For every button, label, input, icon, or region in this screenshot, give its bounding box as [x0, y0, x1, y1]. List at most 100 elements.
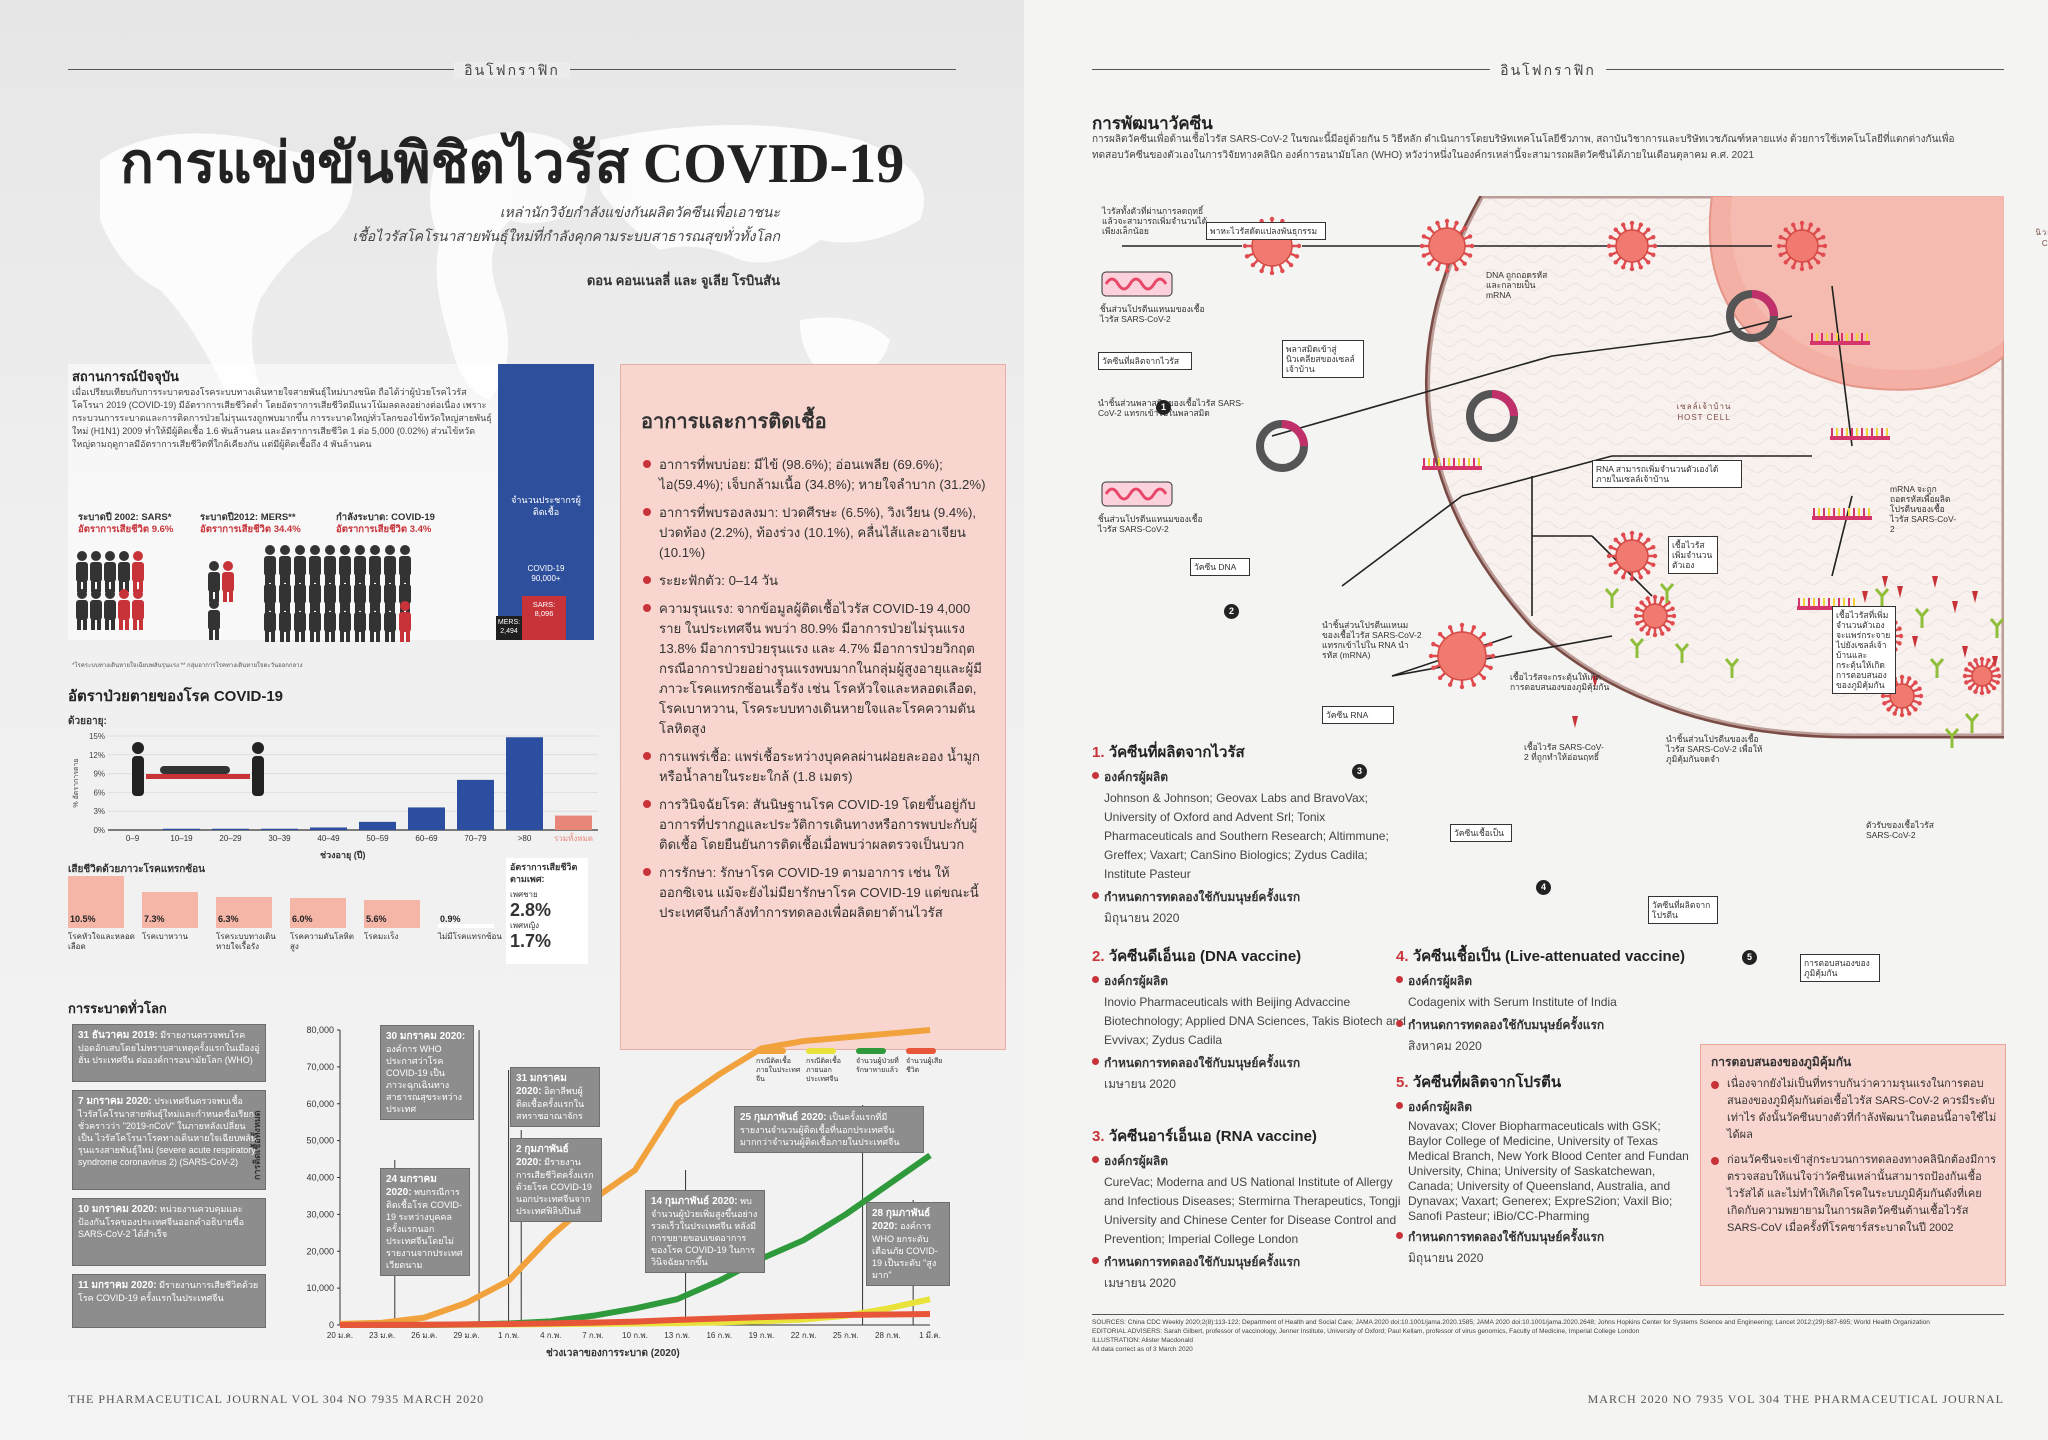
x-tick-label: 16 ก.พ. [706, 1331, 732, 1340]
x-tick-label: 19 ก.พ. [749, 1331, 775, 1340]
person-sars-1 [90, 551, 102, 592]
timeline-text: หน่วยงานควบคุมและป้องกันโรคของประเทศจีนอ… [78, 1204, 245, 1239]
vaccine-type-5: 5. วัคซีนที่ผลิตจากโปรตีน องค์กรผู้ผลิต … [1396, 1070, 1696, 1268]
spike-protein-icon [1912, 636, 1918, 648]
virus-icon [1419, 218, 1475, 274]
symptom-item: อาการที่พบบ่อย: มีไข้ (98.6%); อ่อนเพลีย… [643, 455, 987, 495]
symptom-item: ระยะฟักตัว: 0–14 วัน [643, 571, 987, 591]
sex-rate-panel: อัตราการเสียชีวิตตามเพศ: เพศชาย 2.8% เพศ… [506, 858, 588, 964]
mortality-xlabel: ช่วงอายุ (ปี) [320, 850, 366, 860]
timeline-list: 31 ธันวาคม 2019: มีรายงานตรวจพบโรคปอดอัก… [72, 1024, 266, 1336]
group-mers: ระบาดปี2012: MERS** อัตราการเสียชีวิต 34… [200, 512, 301, 535]
diagram-label: วัคซีน DNA [1190, 558, 1250, 576]
immune-item: เนื่องจากยังไม่เป็นที่ทราบกันว่าความรุนแ… [1711, 1076, 1997, 1144]
person-covid-24 [324, 601, 336, 642]
sources-block: SOURCES: China CDC Weekly 2020;2(8):113-… [1092, 1314, 2004, 1354]
diagram-label: นำชิ้นส่วนพลาสมิดของเชื้อไวรัส SARS-CoV-… [1098, 398, 1244, 418]
person-covid-29 [399, 601, 411, 642]
mortality-bar [457, 779, 494, 830]
timeline-event: 11 มกราคม 2020: มีรายงานการเสียชีวิตด้วย… [72, 1274, 266, 1328]
person-covid-26 [354, 601, 366, 642]
person-sars-6 [90, 589, 102, 630]
antibody-icon [1604, 588, 1620, 608]
x-tick-label: 70–79 [464, 834, 487, 843]
diagram-label: เชื้อไวรัส SARS-CoV-2 ที่ถูกทำให้อ่อนฤทธ… [1524, 742, 1604, 762]
legend-swatch [756, 1048, 786, 1054]
cell-nucleus-label: นิวเคลียสของเซลล์ CELL NUCLEUS [2035, 228, 2048, 248]
y-tick-label: 50,000 [306, 1136, 334, 1146]
timeline-text: มีรายงานการเสียชีวิตด้วยโรค COVID-19 ครั… [78, 1280, 259, 1303]
antibody-icon [1874, 588, 1890, 608]
y-axis-label: % อัตราการตาย [72, 758, 80, 807]
virus-icon [1606, 530, 1658, 582]
legend-label: กรณีติดเชื้อภายในประเทศจีน [756, 1058, 801, 1083]
host-cell-label: เซลล์เจ้าบ้าน HOST CELL [1676, 402, 1732, 422]
comorbid-label: โรคหัวใจและหลอดเลือด [68, 932, 135, 951]
virus-icon [1633, 594, 1677, 638]
y-tick-label: 20,000 [306, 1246, 334, 1256]
spike-protein-icon [1897, 586, 1903, 598]
person-covid-23 [309, 601, 321, 642]
page-subtitle: เหล่านักวิจัยกำลังแข่งกันผลิตวัคซีนเพื่อ… [352, 204, 780, 244]
bar-title: จำนวนประชากรผู้ติดเชื้อ [511, 495, 581, 517]
antibody-icon [1929, 658, 1945, 678]
person-covid-27 [369, 601, 381, 642]
diagram-label: ชิ้นส่วนโปรตีนแหนมของเชื้อไวรัส SARS-CoV… [1098, 514, 1203, 534]
spike-protein-icon [1962, 646, 1968, 658]
right-page: อินโฟกราฟิก การพัฒนาวัคซีน การผลิตวัคซีน… [1024, 0, 2048, 1440]
x-tick-label: 10 ก.พ. [622, 1331, 648, 1340]
virus-icon [1606, 220, 1658, 272]
person-sars-0 [76, 551, 88, 592]
comorbid-bar [290, 898, 346, 928]
person-mers-1 [222, 561, 234, 602]
page-header-right: อินโฟกราฟิก [1092, 60, 2004, 80]
y-tick-label: 30,000 [306, 1209, 334, 1219]
diagram-label: เชื้อไวรัสจะกระตุ้นให้เกิดการตอบสนองของภ… [1510, 672, 1610, 692]
x-tick-label: 22 ก.พ. [791, 1331, 817, 1340]
diagram-label: ไวรัสทั้งตัวที่ผ่านการลดฤทธิ์แล้วจะสามาร… [1102, 206, 1208, 236]
symptom-item: การรักษา: รักษาโรค COVID-19 ตามอาการ เช่… [643, 863, 987, 923]
diagram-label: การตอบสนองของภูมิคุ้มกัน [1800, 954, 1880, 982]
mrna-strand-icon [1797, 598, 1857, 610]
symptoms-heading: อาการและการติดเชื้อ [641, 411, 827, 433]
symptoms-list: อาการที่พบบ่อย: มีไข้ (98.6%); อ่อนเพลีย… [621, 437, 1005, 923]
comorbid-bar [68, 876, 124, 928]
y-tick-label: 60,000 [306, 1099, 334, 1109]
vaccine-type-4: 4. วัคซีนเชื้อเป็น (Live-attenuated vacc… [1396, 944, 1696, 1056]
mortality-bar [261, 828, 298, 830]
series-line [339, 1027, 931, 1327]
callout-feb2: 2 กุมภาพันธ์ 2020: มีรายงานการเสียชีวิตค… [510, 1138, 602, 1222]
group-sars: ระบาดปี 2002: SARS* อัตราการเสียชีวิต 9.… [78, 512, 174, 535]
antibody-icon [1629, 638, 1645, 658]
age-label: ด้วยอายุ: [68, 716, 107, 727]
person-sars-8 [118, 589, 130, 630]
vaccine-type-2: 2. วัคซีนดีเอ็นเอ (DNA vaccine) องค์กรผู… [1092, 944, 1408, 1094]
person-sars-3 [118, 551, 130, 592]
mortality-bar [212, 828, 249, 830]
legend-swatch [906, 1048, 936, 1054]
step-number-3: 3 [1352, 764, 1367, 779]
comorbid-bar [142, 891, 198, 928]
person-mers-2 [208, 599, 220, 640]
person-sars-5 [76, 589, 88, 630]
y-tick-label: 0 [329, 1320, 334, 1330]
mers-bar-label: MERS: 2,494 [497, 619, 521, 635]
symptom-item: การแพร่เชื้อ: แพร่เชื้อระหว่างบุคคลผ่านฝ… [643, 747, 987, 787]
x-tick-label: 10–19 [170, 834, 193, 843]
left-page: อินโฟกราฟิก การแข่งขันพิชิตไวรัส COVID-1… [0, 0, 1024, 1440]
x-tick-label: 25 ก.พ. [833, 1331, 859, 1340]
timeline-text: ประเทศจีนตรวจพบเชื้อไวรัสโคโรนาสายพันธุ์… [78, 1096, 257, 1167]
x-tick-label: 4 ก.พ. [540, 1331, 561, 1340]
stretcher-figure-icon [132, 742, 264, 796]
timeline-date: 31 ธันวาคม 2019: [78, 1030, 158, 1041]
virus-icon [1776, 220, 1828, 272]
sars-bar [522, 596, 566, 640]
diagram-label: RNA สามารถเพิ่มจำนวนตัวเองได้ภายในเซลล์เ… [1592, 460, 1742, 488]
comorbid-value: 10.5% [70, 914, 96, 924]
person-covid-20 [264, 601, 276, 642]
comorbid-bar [438, 923, 494, 928]
vaccine-heading: การพัฒนาวัคซีน [1092, 114, 1213, 133]
infected-bars: จำนวนประชากรผู้ติดเชื้อ COVID-19 90,000+… [496, 364, 596, 640]
person-covid-21 [279, 601, 291, 642]
